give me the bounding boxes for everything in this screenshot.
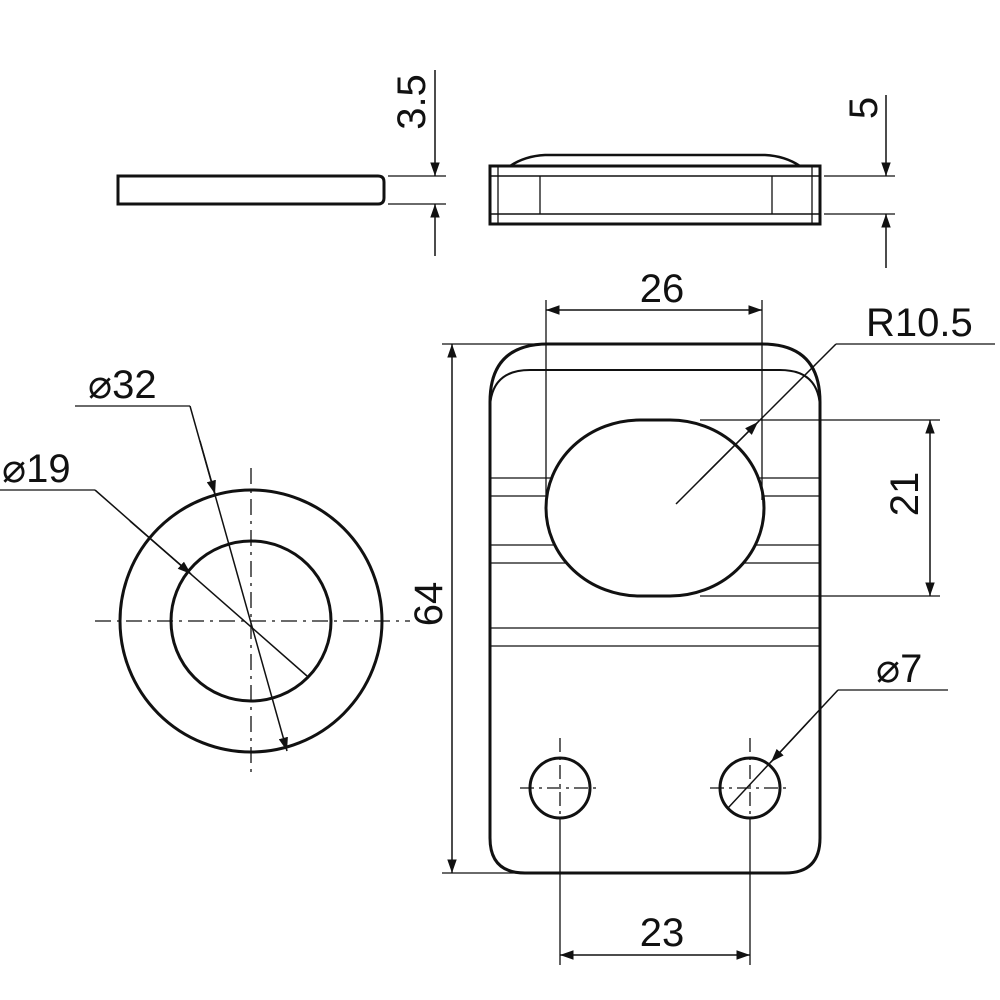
slot-width-label: 26 [640, 267, 685, 311]
plate-side-view [488, 95, 895, 268]
hole-diameter-label: ⌀7 [876, 647, 922, 691]
plate-height-label: 64 [407, 582, 451, 627]
plate-thickness-label: 5 [842, 97, 886, 119]
washer-front-view [0, 405, 410, 778]
plate-slot [544, 418, 766, 598]
washer-side-view [116, 70, 446, 256]
washer-inner-diameter-arrow [129, 520, 192, 575]
washer-outer-diameter-label: ⌀32 [88, 363, 157, 407]
washer-thickness-label: 3.5 [390, 74, 434, 130]
plate-side-raised-lip [509, 153, 801, 168]
plate-raised-edge [489, 369, 821, 411]
slot-height-label: 21 [883, 472, 927, 517]
washer-inner-diameter-label: ⌀19 [2, 447, 71, 491]
slot-radius-arrow [699, 421, 759, 481]
washer-outer-diameter-arrow [199, 440, 216, 495]
slot-radius-label: R10.5 [866, 301, 973, 345]
plate-front-view [442, 300, 995, 965]
hole-spacing-label: 23 [640, 911, 685, 955]
plate-side-body [488, 164, 822, 226]
plate-outer-outline [488, 342, 822, 875]
hole-diameter-arrow [770, 719, 811, 763]
washer-side-profile [116, 174, 386, 206]
